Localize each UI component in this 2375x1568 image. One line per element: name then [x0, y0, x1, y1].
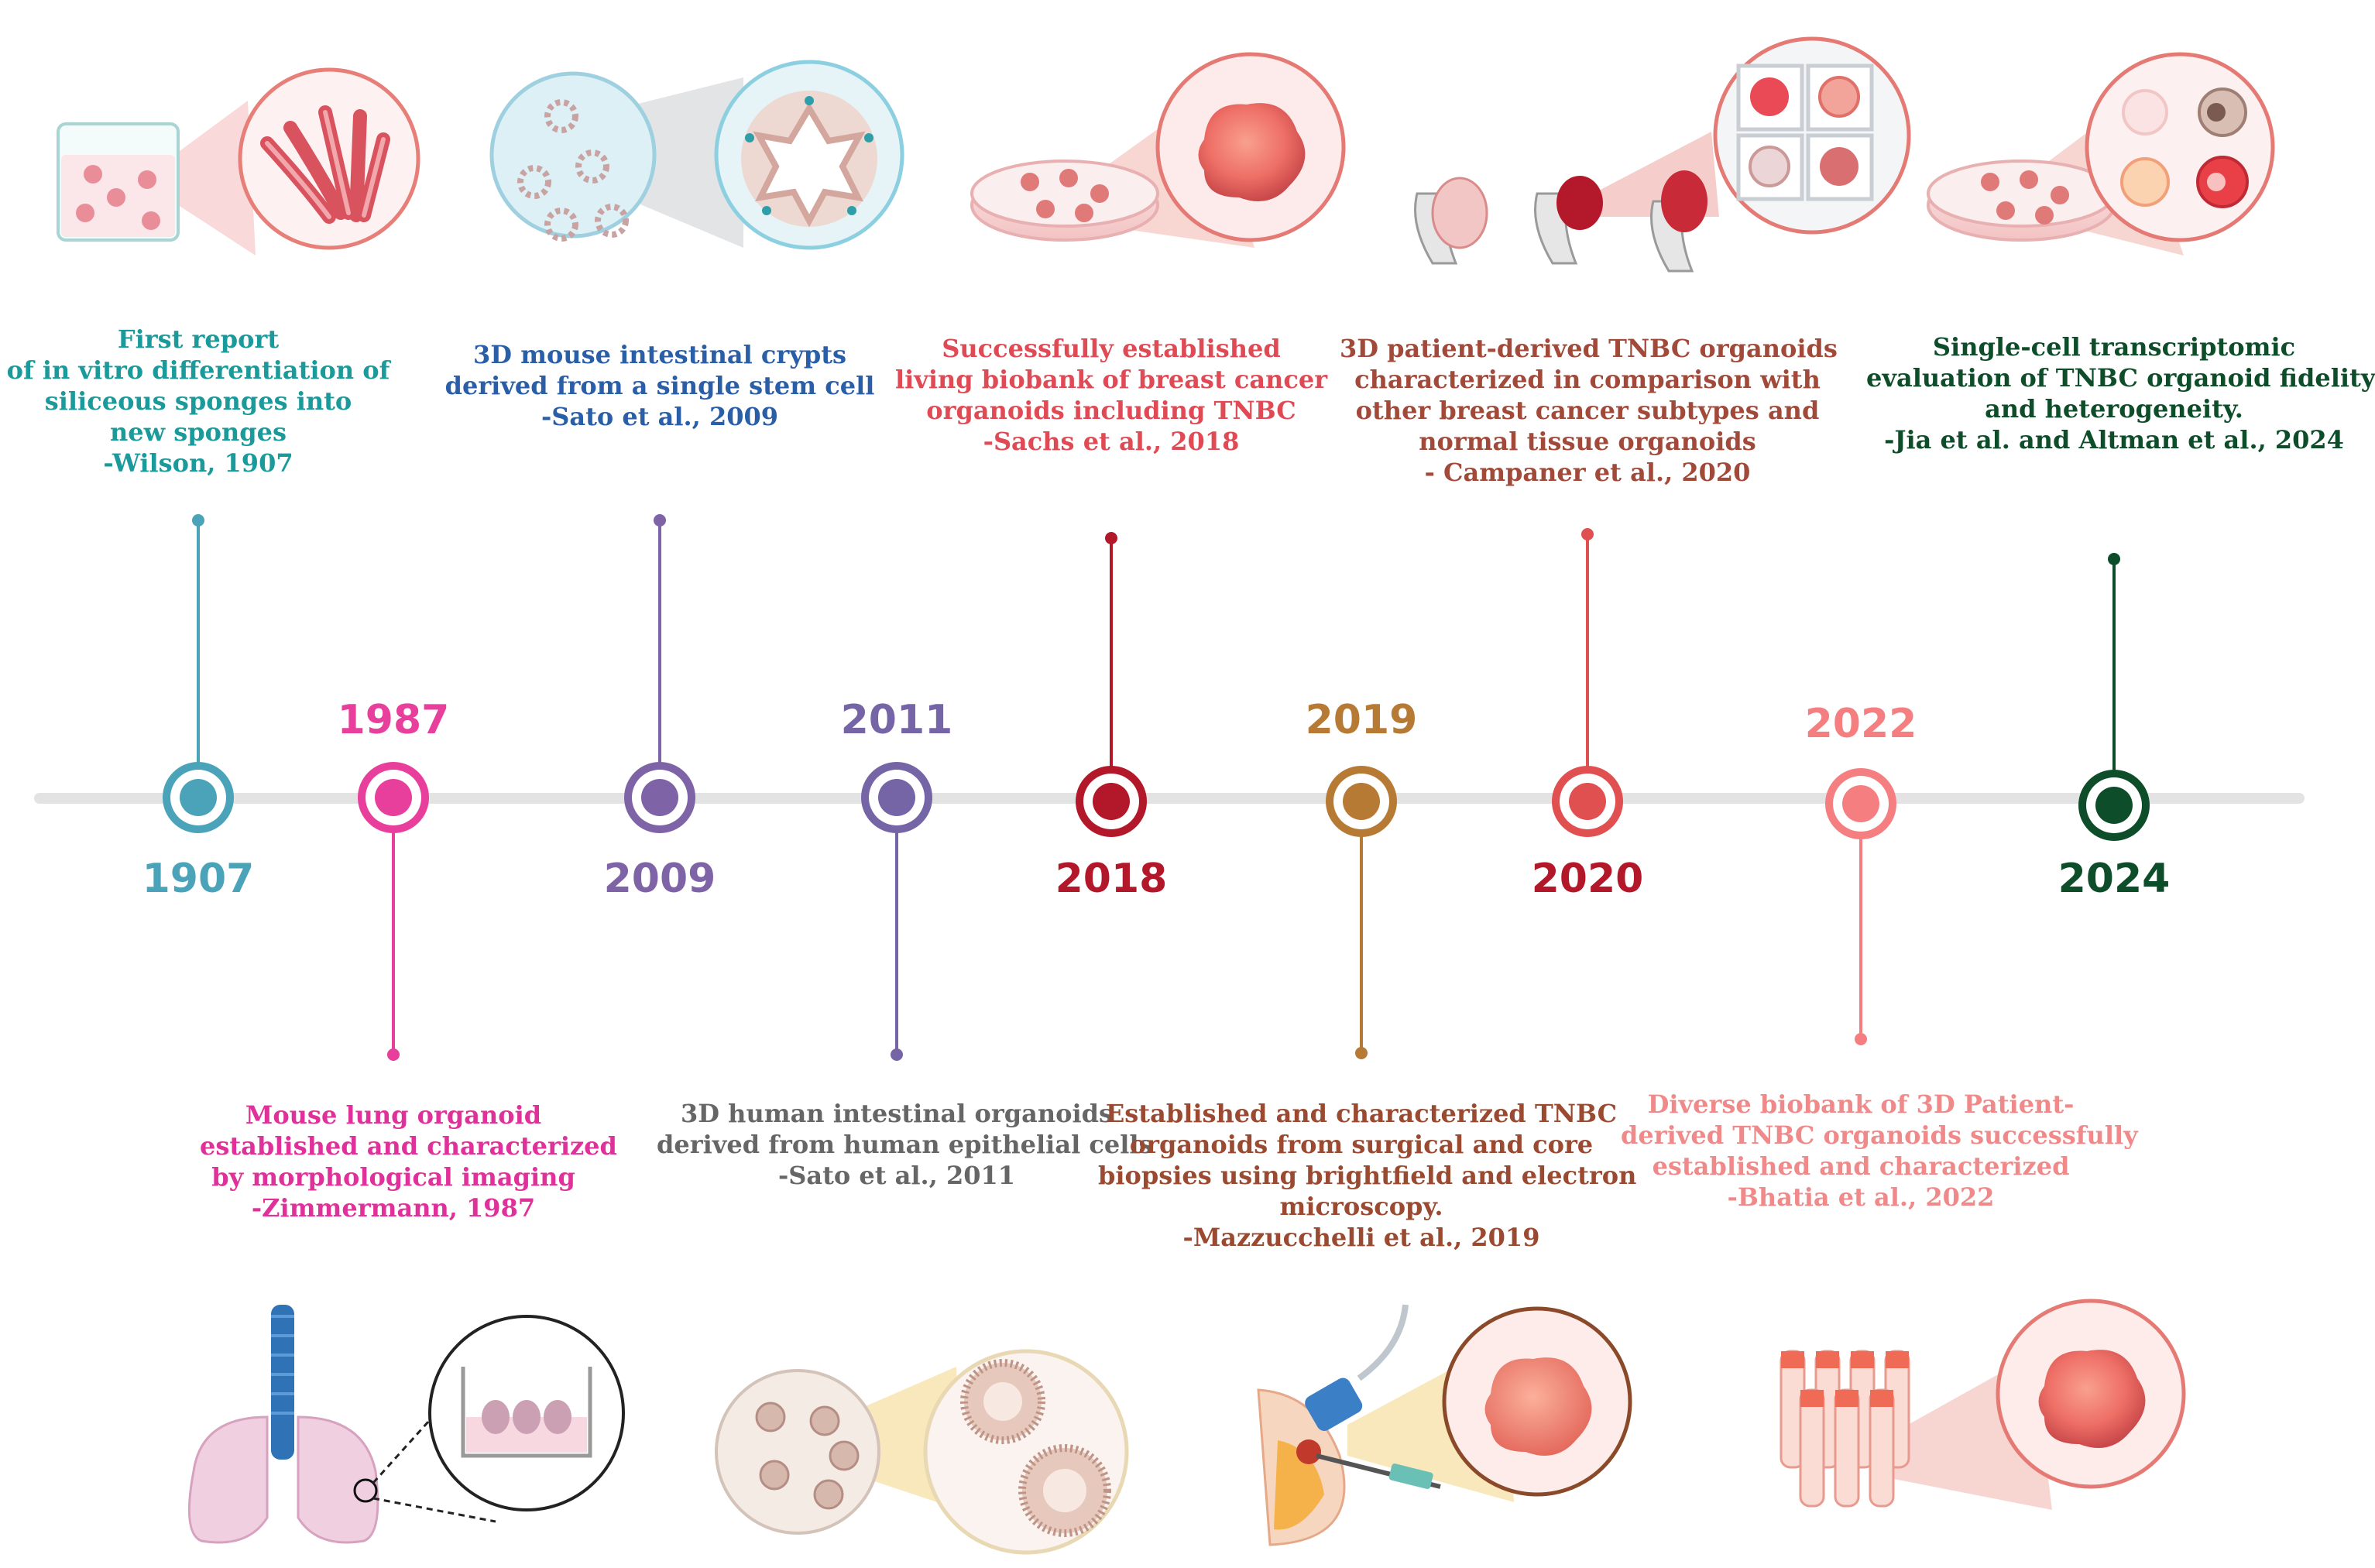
node-core-2018 — [1093, 783, 1130, 820]
caption-line: derived from a single stem cell — [444, 371, 875, 400]
caption-line: by morphological imaging — [211, 1162, 575, 1192]
single-cell-illustration — [1927, 52, 2275, 256]
pin-dot-1907 — [192, 514, 204, 527]
year-label-2024: 2024 — [2058, 856, 2171, 902]
caption-line: -Wilson, 1907 — [103, 448, 293, 478]
sponge-culture-illustration — [57, 67, 420, 256]
caption-line: established and characterized — [1652, 1151, 2070, 1181]
node-core-2020 — [1569, 783, 1606, 820]
caption-line: -Mazzucchelli et al., 2019 — [1182, 1223, 1540, 1252]
pin-dot-2011 — [891, 1048, 903, 1061]
year-label-1987: 1987 — [337, 697, 450, 743]
pin-dot-2018 — [1105, 532, 1117, 544]
year-label-2011: 2011 — [840, 697, 953, 743]
caption-line: -Sachs et al., 2018 — [983, 427, 1240, 456]
caption-line: established and characterized — [200, 1131, 617, 1161]
caption-line: derived from human epithelial cells — [657, 1130, 1153, 1159]
caption-line: and heterogeneity. — [1985, 394, 2243, 424]
year-label-2018: 2018 — [1055, 856, 1168, 902]
tube-biobank-illustration — [1780, 1299, 2186, 1510]
year-label-1907: 1907 — [142, 856, 255, 902]
year-label-2009: 2009 — [603, 856, 716, 902]
node-core-1907 — [180, 779, 217, 816]
year-label-2022: 2022 — [1804, 701, 1917, 747]
pin-dot-2024 — [2108, 553, 2120, 565]
caption-line: living biobank of breast cancer — [894, 365, 1328, 394]
caption-line: -Jia et al. and Altman et al., 2024 — [1884, 425, 2344, 455]
caption-line: 3D human intestinal organoids — [681, 1099, 1113, 1128]
caption-line: other breast cancer subtypes and — [1355, 396, 1820, 425]
caption-line: organoids from surgical and core — [1129, 1130, 1594, 1159]
caption-line: derived TNBC organoids successfully — [1621, 1120, 2138, 1150]
lung-organoid-illustration — [187, 1305, 625, 1544]
biobank-dish-illustration — [970, 52, 1346, 248]
node-core-1987 — [375, 779, 412, 816]
caption-line: new sponges — [109, 417, 287, 447]
caption-line: - Campaner et al., 2020 — [1424, 458, 1751, 487]
caption-line: Successfully established — [942, 334, 1281, 363]
caption-line: of in vitro differentiation of — [6, 355, 390, 385]
pin-dot-2009 — [654, 514, 666, 527]
year-label-2020: 2020 — [1531, 856, 1644, 902]
node-core-2019 — [1343, 783, 1380, 820]
caption-line: characterized in comparison with — [1354, 365, 1821, 394]
caption-line: -Sato et al., 2009 — [541, 402, 779, 431]
timeline-axis — [34, 793, 2305, 804]
caption-line: 3D mouse intestinal crypts — [472, 340, 847, 369]
biopsy-illustration — [1257, 1304, 1632, 1546]
caption-line: First report — [117, 324, 280, 354]
caption-line: 3D patient-derived TNBC organoids — [1340, 334, 1838, 363]
caption-line: siliceous sponges into — [44, 386, 352, 416]
human-organoid-illustration — [715, 1349, 1129, 1555]
caption-line: Mouse lung organoid — [245, 1100, 542, 1130]
tissue-comparison-illustration — [1414, 36, 1911, 273]
crypt-culture-illustration — [489, 60, 904, 250]
caption-line: microscopy. — [1279, 1192, 1443, 1221]
pin-dot-1987 — [387, 1048, 400, 1061]
caption-line: evaluation of TNBC organoid fidelity — [1866, 363, 2375, 393]
caption-line: normal tissue organoids — [1419, 427, 1756, 456]
caption-line: -Sato et al., 2011 — [777, 1161, 1016, 1190]
milestone-caption-2022: Diverse biobank of 3D Patient-derived TN… — [1621, 1089, 2138, 1213]
node-core-2009 — [641, 779, 678, 816]
timeline-pins — [163, 514, 2150, 1061]
pin-dot-2022 — [1855, 1033, 1867, 1045]
caption-line: organoids including TNBC — [926, 396, 1296, 425]
year-label-2019: 2019 — [1305, 697, 1418, 743]
caption-line: Established and characterized TNBC — [1105, 1099, 1618, 1128]
node-core-2024 — [2095, 787, 2133, 824]
caption-line: Diverse biobank of 3D Patient- — [1647, 1089, 2075, 1119]
pin-dot-2020 — [1581, 528, 1594, 540]
node-core-2022 — [1842, 785, 1879, 822]
caption-line: Single-cell transcriptomic — [1932, 332, 2296, 362]
caption-line: biopsies using brightfield and electron — [1098, 1161, 1637, 1190]
pin-dot-2019 — [1355, 1047, 1368, 1059]
caption-line: -Bhatia et al., 2022 — [1727, 1182, 1995, 1212]
caption-line: -Zimmermann, 1987 — [251, 1193, 536, 1223]
node-core-2011 — [878, 779, 915, 816]
